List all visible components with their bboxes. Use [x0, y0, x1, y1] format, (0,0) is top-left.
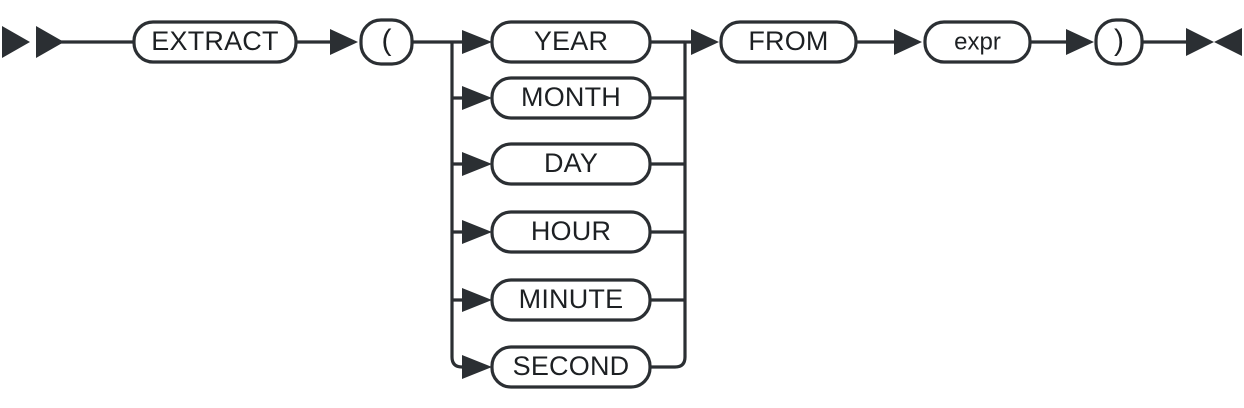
alternative-month[interactable]: MONTH	[490, 76, 652, 120]
node-extract[interactable]: EXTRACT	[132, 20, 298, 64]
node-open-paren[interactable]: (	[359, 18, 414, 66]
node-from[interactable]: FROM	[719, 20, 858, 64]
arrow-icon	[462, 220, 492, 244]
alternative-hour-label: HOUR	[531, 216, 611, 246]
arrow-icon	[894, 29, 922, 55]
alternative-second-label: SECOND	[513, 351, 630, 381]
alternative-day[interactable]: DAY	[490, 142, 652, 186]
arrow-icon	[330, 29, 358, 55]
connector-expr-to-close-paren	[1030, 29, 1094, 55]
end-marker	[1142, 28, 1242, 56]
alternative-hour[interactable]: HOUR	[490, 210, 652, 254]
node-close-paren-label: )	[1114, 24, 1124, 57]
alternative-year[interactable]: YEAR	[490, 20, 652, 64]
node-close-paren[interactable]: )	[1094, 18, 1144, 66]
alternative-minute-label: MINUTE	[519, 284, 624, 314]
node-open-paren-label: (	[382, 24, 392, 57]
arrow-icon	[462, 86, 492, 110]
choice-fan-in	[650, 29, 719, 369]
alternative-second[interactable]: SECOND	[490, 345, 652, 389]
arrow-icon	[1066, 29, 1094, 55]
node-expr-label: expr	[954, 28, 1001, 55]
arrow-icon	[462, 355, 492, 379]
alternative-minute[interactable]: MINUTE	[490, 278, 652, 322]
node-from-label: FROM	[748, 26, 828, 56]
arrow-icon	[462, 288, 492, 312]
connector-extract-to-open-paren	[296, 29, 358, 55]
arrow-icon	[691, 29, 719, 55]
alternative-year-label: YEAR	[534, 26, 608, 56]
node-extract-label: EXTRACT	[151, 26, 278, 56]
arrow-icon	[462, 152, 492, 176]
connector-from-to-expr	[856, 29, 922, 55]
start-marker	[2, 26, 134, 58]
arrow-icon	[462, 30, 492, 54]
alternative-day-label: DAY	[544, 148, 598, 178]
node-expr[interactable]: expr	[923, 20, 1032, 64]
choice-fan-out	[412, 30, 492, 379]
alternative-month-label: MONTH	[521, 82, 621, 112]
